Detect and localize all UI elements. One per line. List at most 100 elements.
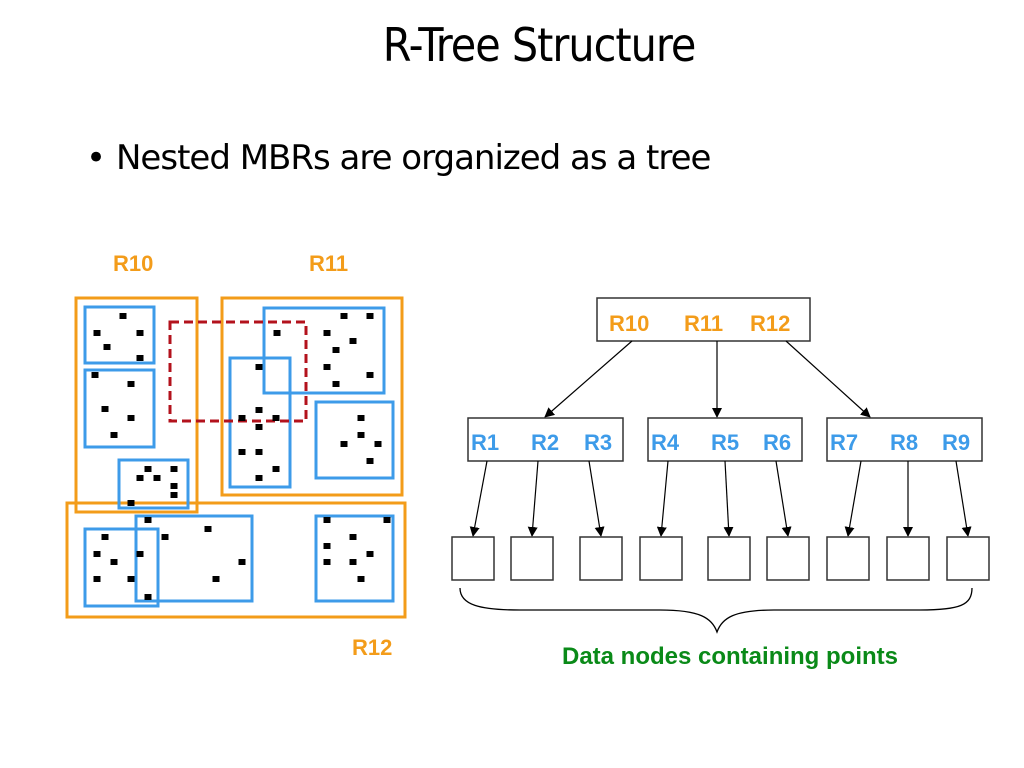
data-point [170,483,178,489]
root-entry-r11: R11 [684,311,723,336]
data-point [349,338,357,344]
data-point [91,372,99,378]
edge-to-leaf-3 [588,460,605,537]
root-entry-r12: R12 [750,311,790,336]
entry-r5: R5 [711,430,739,455]
data-point [366,372,374,378]
query-region [168,320,308,423]
data-point [144,517,152,523]
data-point [161,534,169,540]
data-point [272,466,280,472]
bullet-icon: • [86,138,106,178]
data-point [255,424,263,430]
bullet-item: •Nested MBRs are organized as a tree [86,138,711,178]
data-point [204,526,212,532]
entry-r1: R1 [471,430,499,455]
data-point [144,594,152,600]
edge-to-leaf-1 [469,460,488,537]
internal-node-1: R1 R2 R3 [467,417,624,462]
mbr-r10 [74,296,199,514]
data-point [340,441,348,447]
data-point [273,330,281,336]
data-point [136,475,144,481]
data-point [323,364,331,370]
data-point [127,500,135,506]
internal-node-2: R4 R5 R6 [647,417,803,462]
mbr-r11 [220,296,404,497]
internal-node-3: R7 R8 R9 [826,417,983,462]
data-point [136,355,144,361]
entry-r6: R6 [763,430,791,455]
mbr-r6 [314,400,395,480]
data-point [238,559,246,565]
leaf-node-4 [639,536,683,581]
slide-title: R-Tree Structure [382,18,697,72]
data-point [101,534,109,540]
leaf-node-8 [886,536,930,581]
data-point [153,475,161,481]
edge-to-leaf-5 [723,460,734,537]
label-r11: R11 [309,251,348,276]
bullet-text: Nested MBRs are organized as a tree [116,138,711,178]
mbr-r4 [262,306,386,395]
leaf-node-6 [766,536,810,581]
data-point [323,517,331,523]
edge-to-leaf-7 [844,460,862,537]
data-point [127,576,135,582]
edge-to-leaf-6 [775,460,792,537]
data-point [374,441,382,447]
data-point [93,330,101,336]
edge-to-leaf-4 [656,460,669,537]
mbr-r1 [83,305,156,365]
data-point [110,432,118,438]
leaf-caption: Data nodes containing points [562,643,898,670]
data-point [332,381,340,387]
data-point [323,330,331,336]
leaf-node-5 [707,536,751,581]
data-point [383,517,391,523]
edge-to-leaf-2 [527,460,539,537]
mbr-r2 [83,368,156,449]
mbr-r7 [83,527,160,608]
label-r10: R10 [113,251,153,276]
label-r12: R12 [352,635,392,660]
data-point [136,330,144,336]
data-point [349,534,357,540]
mbr-r3 [117,458,190,510]
data-point [127,415,135,421]
data-point [255,364,263,370]
data-point [127,381,135,387]
data-point [238,449,246,455]
data-point [366,458,374,464]
data-point [272,415,280,421]
tree-view: R10 R11 R12 R1 R2 R3 R4 R5 R6 R7 R8 R9 [451,297,990,670]
data-point [93,551,101,557]
mbr-r12 [65,501,407,619]
leaf-node-2 [510,536,554,581]
data-point [144,466,152,472]
leaf-node-9 [946,536,990,581]
data-point [255,407,263,413]
data-point [332,347,340,353]
data-point [323,559,331,565]
data-point [323,543,331,549]
leaf-node-3 [579,536,623,581]
mbr-r9 [314,514,395,603]
data-point [119,313,127,319]
data-point [255,449,263,455]
data-point [170,492,178,498]
entry-r2: R2 [531,430,559,455]
root-node: R10 R11 R12 [596,297,811,342]
data-point [357,415,365,421]
data-point [340,313,348,319]
edge-root-to-node3 [785,340,871,418]
data-point [101,406,109,412]
data-point [349,559,357,565]
data-points [91,313,391,600]
data-point [366,313,374,319]
leaf-node-7 [826,536,870,581]
edge-root-to-node1 [544,340,633,418]
data-point [357,432,365,438]
spatial-view: R10 R11 R12 [65,251,407,660]
